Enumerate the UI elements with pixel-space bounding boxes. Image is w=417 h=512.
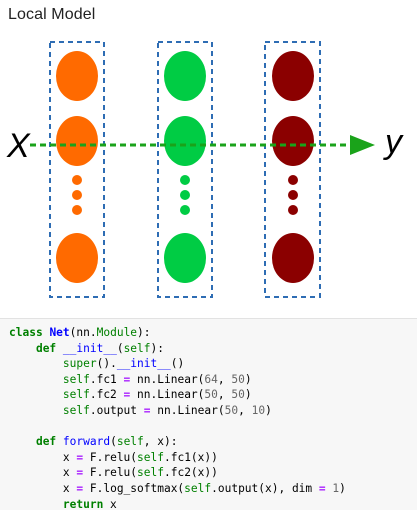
output-layer-box bbox=[264, 41, 321, 298]
ellipsis-dot bbox=[180, 190, 190, 200]
code-line: self.fc2 = nn.Linear(50, 50) bbox=[62, 388, 252, 402]
neuron bbox=[56, 116, 98, 166]
ellipsis-dot bbox=[288, 175, 298, 185]
code-line: self.output = nn.Linear(50, 10) bbox=[62, 403, 272, 417]
ellipsis-dot bbox=[180, 175, 190, 185]
input-layer-box bbox=[49, 41, 105, 298]
input-layer-neurons bbox=[56, 51, 98, 283]
code-line: def __init__(self): bbox=[35, 341, 164, 355]
ellipsis-dot bbox=[72, 205, 82, 215]
code-line: x = F.relu(self.fc2(x)) bbox=[9, 466, 218, 480]
code-line: class Net(nn.Module): bbox=[9, 326, 151, 339]
code-line: x = F.relu(self.fc1(x)) bbox=[9, 450, 218, 464]
input-label: X bbox=[6, 127, 31, 165]
ellipsis-dot bbox=[288, 190, 298, 200]
hidden-layer-box bbox=[157, 41, 213, 298]
output-layer-neurons bbox=[272, 51, 314, 283]
code-line: self.fc1 = nn.Linear(64, 50) bbox=[62, 372, 252, 386]
neuron bbox=[272, 116, 314, 166]
neuron bbox=[56, 51, 98, 101]
code-block: class Net(nn.Module): def __init__(self)… bbox=[0, 318, 417, 512]
neuron bbox=[164, 233, 206, 283]
ellipsis-dot bbox=[72, 190, 82, 200]
neuron bbox=[272, 51, 314, 101]
output-label: y bbox=[383, 123, 404, 161]
code-line: x = F.log_softmax(self.output(x), dim = … bbox=[9, 481, 346, 495]
neuron bbox=[272, 233, 314, 283]
neural-network-diagram: X y bbox=[6, 41, 404, 298]
ellipsis-dot bbox=[180, 205, 190, 215]
page-title: Local Model bbox=[8, 6, 96, 23]
code-line: return x bbox=[62, 497, 117, 511]
neuron bbox=[164, 116, 206, 166]
ellipsis-dot bbox=[288, 205, 298, 215]
data-flow-arrowhead bbox=[350, 135, 375, 155]
code-line: super().__init__() bbox=[62, 357, 185, 371]
neuron bbox=[164, 51, 206, 101]
code-line: def forward(self, x): bbox=[35, 435, 178, 449]
neuron bbox=[56, 233, 98, 283]
code-text: class Net(nn.Module): def __init__(self)… bbox=[9, 325, 346, 512]
ellipsis-dot bbox=[72, 175, 82, 185]
hidden-layer-neurons bbox=[164, 51, 206, 283]
layer-boxes bbox=[49, 41, 321, 298]
